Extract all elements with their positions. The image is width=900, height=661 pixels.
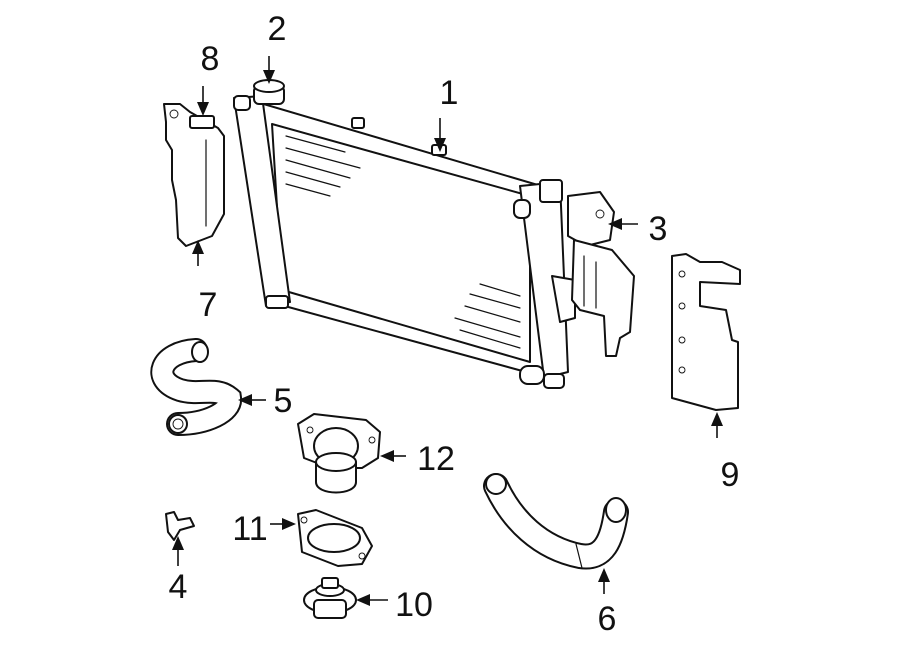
callout-label-8: 8 bbox=[201, 40, 220, 78]
radiator-cap-part-2[interactable] bbox=[233, 79, 285, 111]
callout-label-1: 1 bbox=[440, 74, 459, 112]
thermostat-part-10[interactable] bbox=[303, 577, 357, 619]
panel-part-9[interactable] bbox=[671, 253, 741, 411]
callout-label-11: 11 bbox=[232, 510, 267, 548]
callout-label-7: 7 bbox=[199, 286, 218, 324]
callout-label-12: 12 bbox=[417, 440, 455, 478]
insulator-part-7-8[interactable] bbox=[163, 103, 225, 247]
hose-part-5[interactable] bbox=[150, 338, 242, 436]
hose-part-6[interactable] bbox=[483, 473, 629, 570]
callout-leaders bbox=[172, 56, 723, 606]
drain-valve-part-4[interactable] bbox=[165, 511, 195, 541]
callout-numbers: 1 2 3 4 5 6 7 8 9 10 11 12 bbox=[169, 10, 740, 638]
callout-label-6: 6 bbox=[598, 600, 617, 638]
bracket-part-3[interactable] bbox=[567, 191, 635, 357]
callout-label-4: 4 bbox=[169, 568, 188, 606]
callout-label-10: 10 bbox=[395, 586, 433, 624]
callout-label-3: 3 bbox=[649, 210, 668, 248]
callout-label-2: 2 bbox=[268, 10, 287, 48]
radiator-part-1[interactable] bbox=[233, 95, 576, 389]
callout-label-9: 9 bbox=[721, 456, 740, 494]
callout-label-5: 5 bbox=[274, 382, 293, 420]
gasket-part-11[interactable] bbox=[297, 509, 373, 567]
housing-part-12[interactable] bbox=[297, 413, 381, 494]
